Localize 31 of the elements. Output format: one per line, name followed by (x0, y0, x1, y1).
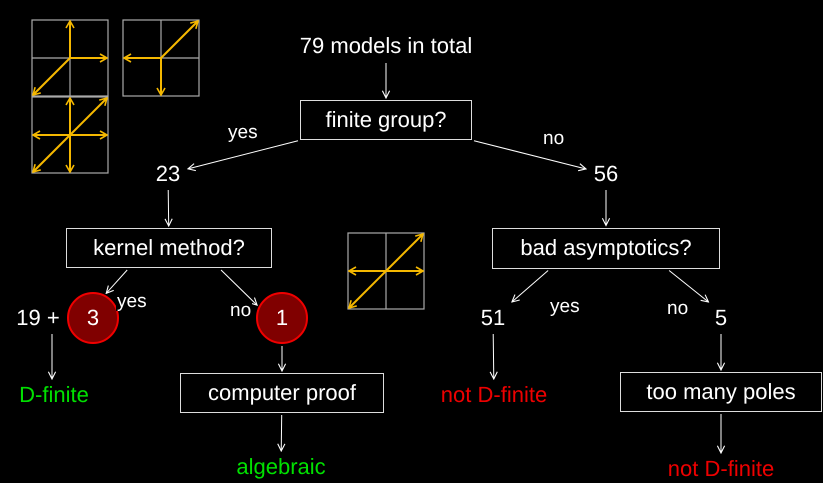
arrow (474, 140, 587, 172)
arrow (602, 190, 610, 226)
count-circle: 1 (256, 292, 308, 344)
node-text: D-finite (6, 381, 102, 409)
node-text: algebraic (225, 453, 337, 481)
arrow (668, 270, 710, 303)
arrow (716, 334, 726, 371)
node-text: 5 (709, 304, 733, 332)
node-text: 51 (475, 304, 511, 332)
arrow (716, 414, 726, 454)
arrow (106, 270, 128, 294)
arrow (277, 414, 286, 452)
process-box: too many poles (620, 372, 822, 412)
arrow (278, 346, 286, 372)
node-text: not D-finite (646, 455, 796, 483)
node-text: 23 (150, 160, 186, 188)
process-box: computer proof (180, 373, 384, 413)
node-text: not D-finite (419, 381, 569, 409)
node-text: 56 (588, 160, 624, 188)
process-box: bad asymptotics? (492, 228, 720, 268)
node-text: 79 models in total (266, 31, 506, 61)
arrow (164, 190, 173, 227)
arrow (382, 62, 390, 99)
arrow (511, 270, 549, 303)
node-text: 19 + (6, 304, 70, 332)
arrow (48, 334, 56, 380)
arrow (187, 140, 298, 172)
arrow (490, 334, 498, 380)
process-box: finite group? (300, 100, 472, 140)
arrow (220, 270, 258, 306)
process-box: kernel method? (66, 228, 272, 268)
